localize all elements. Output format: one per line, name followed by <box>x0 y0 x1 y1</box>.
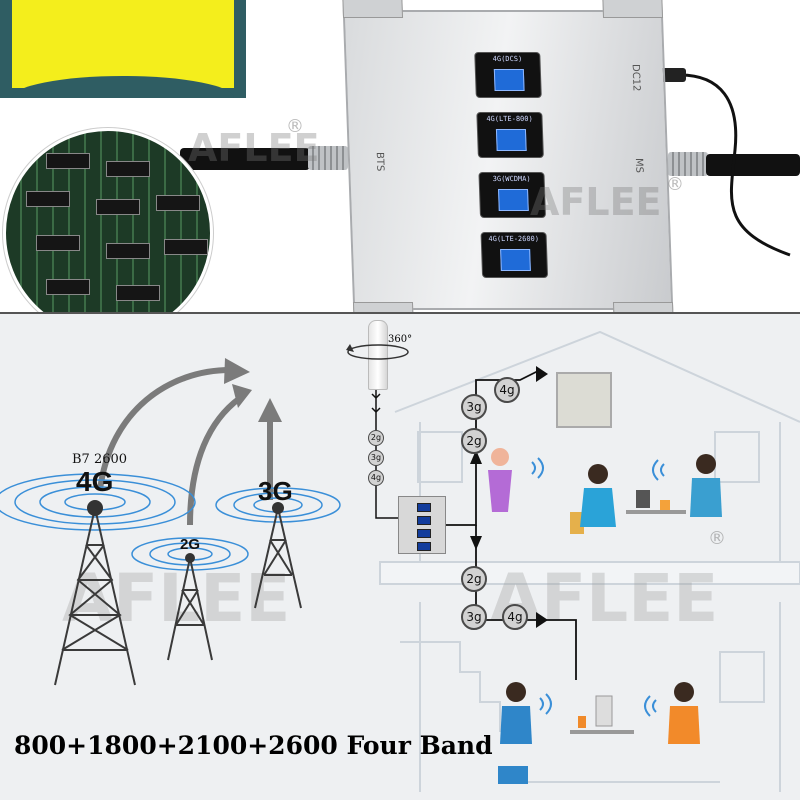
pcb-closeup <box>3 128 213 338</box>
tower-4g-label: 4G <box>76 466 114 497</box>
signal-booster-unit: BTS MS DC12 4G(DCS) 4G(LTE-800) 3G(WCDMA… <box>342 0 674 322</box>
signal-pill-2g: 2g <box>368 430 384 446</box>
rotation-arrow-icon <box>346 344 409 360</box>
signal-pill-3g: 3g <box>368 450 384 466</box>
tower-2g-label: 2G <box>180 536 201 553</box>
signal-pill-3g: 3g <box>461 394 487 420</box>
indoor-cable <box>706 154 800 176</box>
band-display-label: 4G(LTE-2600) <box>488 235 540 243</box>
tower-3g-label: 3G <box>258 476 293 506</box>
signal-pill-4g: 4g <box>502 604 528 630</box>
registered-mark: ® <box>666 174 684 195</box>
brand-watermark: AFLEE <box>530 180 662 224</box>
outdoor-cable <box>180 148 310 170</box>
band-display-lte800: 4G(LTE-800) <box>476 112 544 158</box>
bts-port-label: BTS <box>373 152 386 172</box>
mount-bracket <box>602 0 664 18</box>
signal-pill-4g: 4g <box>368 470 384 486</box>
brand-watermark: AFLEE <box>188 126 320 170</box>
band-display-label: 4G(DCS) <box>492 55 523 63</box>
booster-diagram-icon <box>398 496 446 554</box>
signal-pill-3g: 3g <box>461 604 487 630</box>
signal-pill-2g: 2g <box>461 428 487 454</box>
bts-connector <box>308 146 348 170</box>
promo-tag-shape <box>12 0 234 98</box>
signal-pill-2g: 2g <box>461 566 487 592</box>
lcd-icon <box>493 69 525 91</box>
brand-watermark: AFLEE <box>490 560 719 637</box>
installation-diagram <box>0 312 800 800</box>
outdoor-omni-antenna <box>368 320 388 390</box>
tower-4g-caption: B7 2600 <box>72 452 128 467</box>
rotation-label: 360° <box>388 334 413 345</box>
mount-bracket <box>342 0 404 18</box>
lcd-icon <box>500 249 531 271</box>
band-display-lte2600: 4G(LTE-2600) <box>480 232 549 278</box>
promo-banner <box>0 0 246 98</box>
dc-port-label: DC12 <box>629 64 642 92</box>
band-display-label: 4G(LTE-800) <box>486 115 533 123</box>
lcd-icon <box>498 189 529 211</box>
signal-pill-4g: 4g <box>494 377 520 403</box>
ms-port-label: MS <box>632 158 645 173</box>
cell-towers <box>0 358 341 686</box>
registered-mark: ® <box>708 528 726 549</box>
band-display-dcs: 4G(DCS) <box>474 52 542 98</box>
ms-connector <box>668 152 708 176</box>
power-cable <box>660 68 791 257</box>
product-headline: 800+1800+2100+2600 Four Band <box>14 731 493 760</box>
registered-mark: ® <box>286 116 304 137</box>
lcd-icon <box>495 129 527 151</box>
indoor-panel-antenna <box>556 372 612 428</box>
